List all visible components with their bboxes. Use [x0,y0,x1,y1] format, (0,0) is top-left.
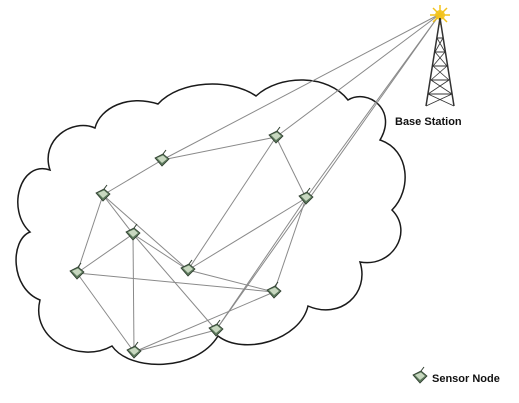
radio-tower-icon [425,5,455,107]
base-station: Base Station [395,5,462,128]
legend-label: Sensor Node [432,373,500,385]
network-link [273,197,307,293]
sensor-nodes [69,126,314,359]
network-link [215,13,441,331]
network-link [133,291,275,353]
base-station-label: Base Station [395,116,462,128]
network-link [275,13,441,138]
network-link [102,159,163,196]
sensor-node-icon [268,126,284,144]
sensor-node-icon [69,262,85,280]
network-link [76,194,104,274]
sensor-field-cloud [15,79,406,365]
network-link [76,272,275,293]
network-link [76,233,134,274]
network-link [132,233,189,271]
sensor-node-icon [298,187,314,205]
network-link [133,329,217,353]
sensor-node-icon [126,341,142,359]
network-link [187,197,307,271]
network-link [161,136,277,161]
sensor-node-icon [154,149,170,167]
network-link [275,136,307,199]
sensor-node-icon [266,281,282,299]
network-link [187,269,275,293]
sensor-node-icon [412,366,428,384]
sensor-node-icon [412,366,428,384]
network-link [76,272,135,353]
network-link [305,13,441,199]
network-link [132,233,135,353]
sensor-node-icon [125,223,141,241]
network-link [161,13,441,161]
network-link [187,136,277,271]
network-link [102,194,134,235]
network-link [102,194,189,271]
network-links [76,13,441,353]
sensor-node-icon [95,184,111,202]
legend: Sensor Node [412,366,500,385]
sensor-node-icon [208,319,224,337]
sensor-node-icon [180,259,196,277]
